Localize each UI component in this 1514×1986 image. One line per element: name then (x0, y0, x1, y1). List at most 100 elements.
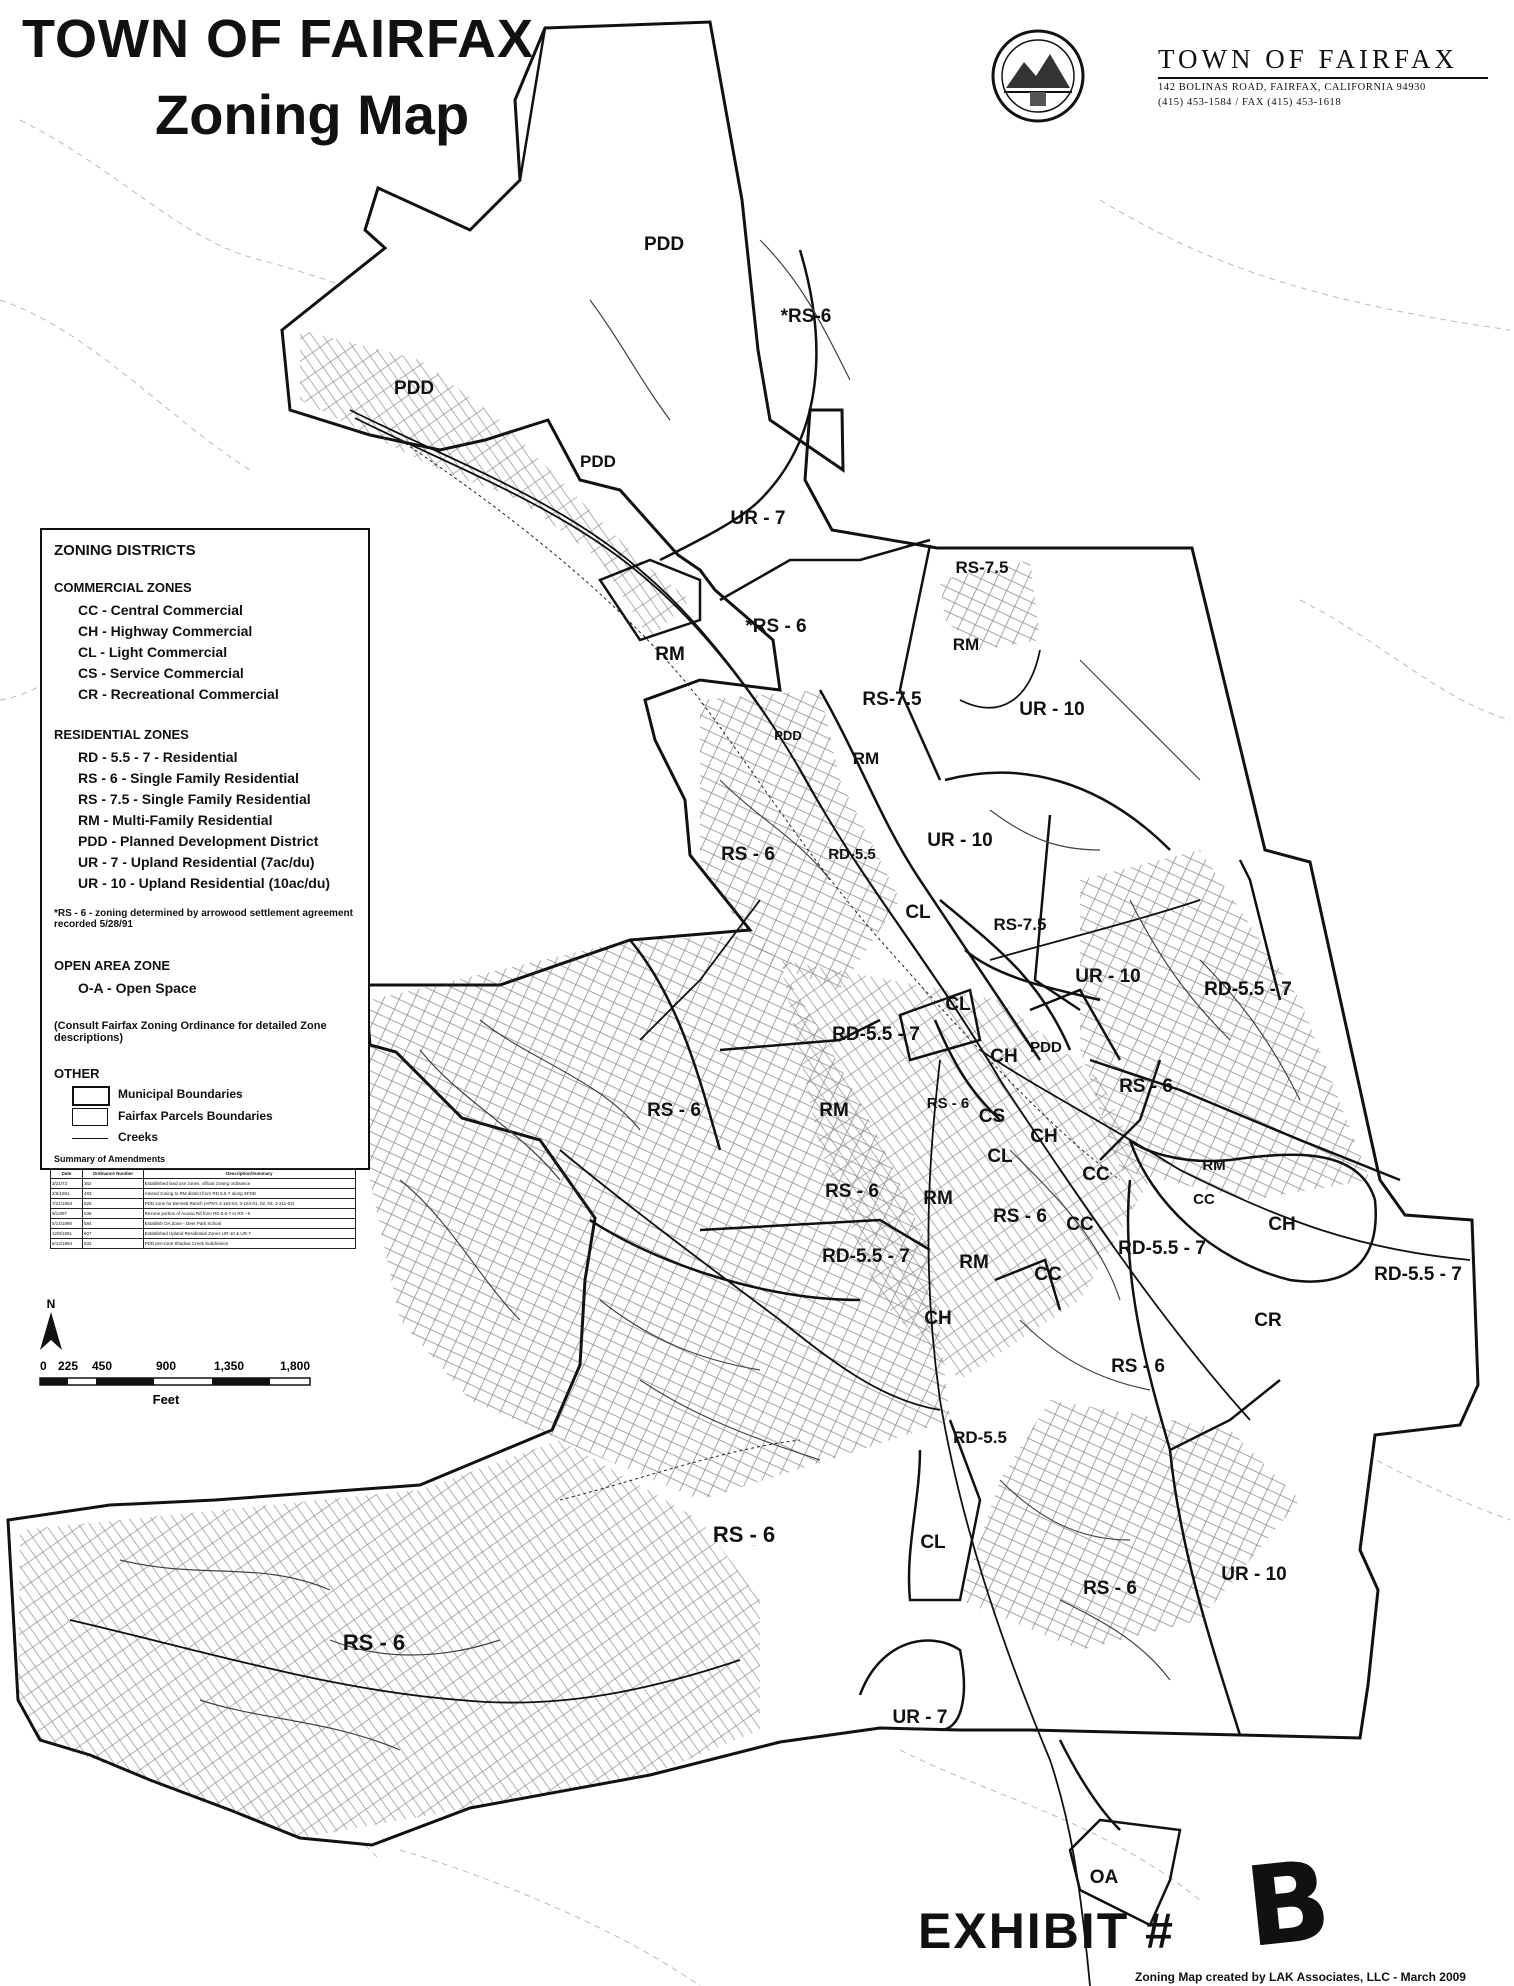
zone-label: RD-5.5 - 7 (822, 1246, 910, 1267)
table-cell: 483 (82, 1188, 144, 1199)
parcel-boundary-swatch (72, 1108, 108, 1126)
table-cell: 528 (82, 1198, 144, 1209)
zone-label: RM (853, 749, 879, 768)
zone-label: RS-7.5 (956, 558, 1009, 577)
legend-item: RS - 6 - Single Family Residential (78, 770, 299, 786)
zone-label: RS-7.5 (980, 567, 984, 569)
zone-label: RM (1202, 1157, 1225, 1174)
zone-label: PDD (1030, 1039, 1062, 1056)
scale-tick: 0 (40, 1359, 47, 1373)
legend-item: UR - 10 - Upland Residential (10ac/du) (78, 875, 331, 891)
zone-label: CL (987, 1146, 1013, 1167)
north-arrow-icon: N (40, 1297, 62, 1350)
zone-label: RS - 6 (721, 844, 775, 865)
zone-label: RS - 6 (993, 1206, 1047, 1227)
legend-item: Creeks (118, 1130, 159, 1144)
map-title: TOWN OF FAIRFAX (22, 9, 534, 69)
zone-label: UR - 7 (893, 1707, 948, 1728)
legend-item: RD - 5.5 - 7 - Residential (78, 749, 238, 765)
legend-item: CC - Central Commercial (78, 602, 243, 618)
legend-consult-note: (Consult Fairfax Zoning Ordinance for de… (54, 1020, 327, 1044)
table-cell: 632 (82, 1238, 144, 1249)
zone-label: RM (923, 1188, 953, 1209)
scale-tick: 225 (58, 1359, 78, 1373)
table-cell: Established land use zones, official zon… (142, 1178, 357, 1189)
zone-label: RD-5.5 - 7 (1118, 1238, 1206, 1259)
amendments-table: Date Ordinance Number Description/Summar… (49, 1168, 357, 1249)
table-cell: 9/13/87 (49, 1208, 84, 1219)
zone-label: PDD (774, 728, 801, 743)
table-cell: 362 (82, 1178, 144, 1189)
legend-panel: ZONING DISTRICTS COMMERCIAL ZONES CC - C… (40, 528, 370, 1249)
zone-label: RD-5.5 - 7 (832, 1024, 920, 1045)
zone-label: RM (819, 1100, 849, 1121)
table-cell: PDD zone for Bennett Ranch (APN's 3-163-… (142, 1198, 357, 1209)
main-roads (69, 409, 1471, 1986)
zone-label: RD-5.5 (953, 1428, 1007, 1447)
zone-label: PDD (580, 452, 616, 471)
letterhead-phone: (415) 453-1584 / FAX (415) 453-1618 (1158, 97, 1342, 108)
legend-item: Municipal Boundaries (118, 1087, 243, 1101)
creek-swatch (72, 1138, 108, 1139)
zone-label: *RS - 6 (745, 616, 806, 637)
zone-label: CL (920, 1532, 946, 1553)
zone-label: RS-7.5 (862, 689, 922, 710)
zone-label: UR - 7 (731, 508, 786, 529)
zone-label: OA (1090, 1867, 1119, 1888)
map-credit: Zoning Map created by LAK Associates, LL… (1135, 1970, 1466, 1984)
zone-label: UR - 10 (1075, 966, 1140, 987)
zone-label: CR (1254, 1310, 1282, 1331)
legend-title: ZONING DISTRICTS (54, 542, 196, 559)
zone-label: RD-5.5 (828, 846, 876, 863)
table-cell: 7/21/1983 (49, 1198, 84, 1209)
scale-unit: Feet (153, 1392, 180, 1407)
legend-item: O-A - Open Space (78, 980, 197, 996)
zone-label: *RS-6 (781, 306, 832, 327)
zone-label: RS - 6 (1119, 1076, 1173, 1097)
municipal-boundary-swatch (72, 1086, 110, 1106)
zone-label: RS - 6 (753, 1545, 756, 1547)
amendments-caption: Summary of Amendments (54, 1154, 166, 1164)
exhibit-label: EXHIBIT # (918, 1903, 1175, 1959)
scale-bar: 0 225 450 900 1,350 1,800 Feet (39, 1359, 311, 1407)
table-cell: 12/9/1991 (49, 1228, 84, 1239)
table-cell: Established Upland Residential Zones UR-… (142, 1228, 357, 1239)
zone-label: RS - 6 (713, 1522, 775, 1547)
zone-label: CC (1082, 1164, 1110, 1185)
zone-label: RS - 6 (647, 1100, 701, 1121)
table-cell: 536 (82, 1208, 144, 1219)
zone-label: CC (1034, 1264, 1062, 1285)
scale-tick: 1,800 (280, 1359, 310, 1373)
table-cell: 2/6/1981 (49, 1188, 84, 1199)
creeks (399, 439, 1121, 1501)
zone-label: CC (1066, 1214, 1094, 1235)
legend-open-heading: OPEN AREA ZONE (54, 958, 171, 973)
table-cell: 584 (82, 1218, 144, 1229)
zone-label: CL (945, 994, 971, 1015)
table-cell: 6/13/1994 (49, 1238, 84, 1249)
north-label: N (47, 1297, 56, 1311)
legend-item: CR - Recreational Commercial (78, 686, 279, 702)
streets (119, 239, 1301, 1751)
zone-label: RD-5.5 - 7 (1204, 979, 1292, 1000)
legend-item: RS - 7.5 - Single Family Residential (78, 791, 311, 807)
table-cell: Amend zoning to RM district from RD 5.5-… (142, 1188, 357, 1199)
table-cell: Rezone portion of Acacia Rd from RD 5.5-… (142, 1208, 357, 1219)
exhibit-handwritten-mark: B (1239, 1835, 1337, 1973)
zone-boundaries (518, 27, 1401, 1927)
legend-item: CL - Light Commercial (78, 644, 228, 660)
table-cell: PDD pre-zone Shadow Creek Subdivision (142, 1238, 357, 1249)
letterhead: TOWN OF FAIRFAX 142 BOLINAS ROAD, FAIRFA… (1158, 44, 1488, 109)
zone-labels: PDD *RS-6 PDD PDD UR - 7 RS-7.5 RM *RS -… (343, 234, 1462, 1888)
zone-label: RS - 6 (343, 1630, 405, 1655)
scale-tick: 1,350 (214, 1359, 244, 1373)
legend-residential-heading: RESIDENTIAL ZONES (54, 727, 189, 742)
municipal-boundary (6, 20, 1480, 1847)
